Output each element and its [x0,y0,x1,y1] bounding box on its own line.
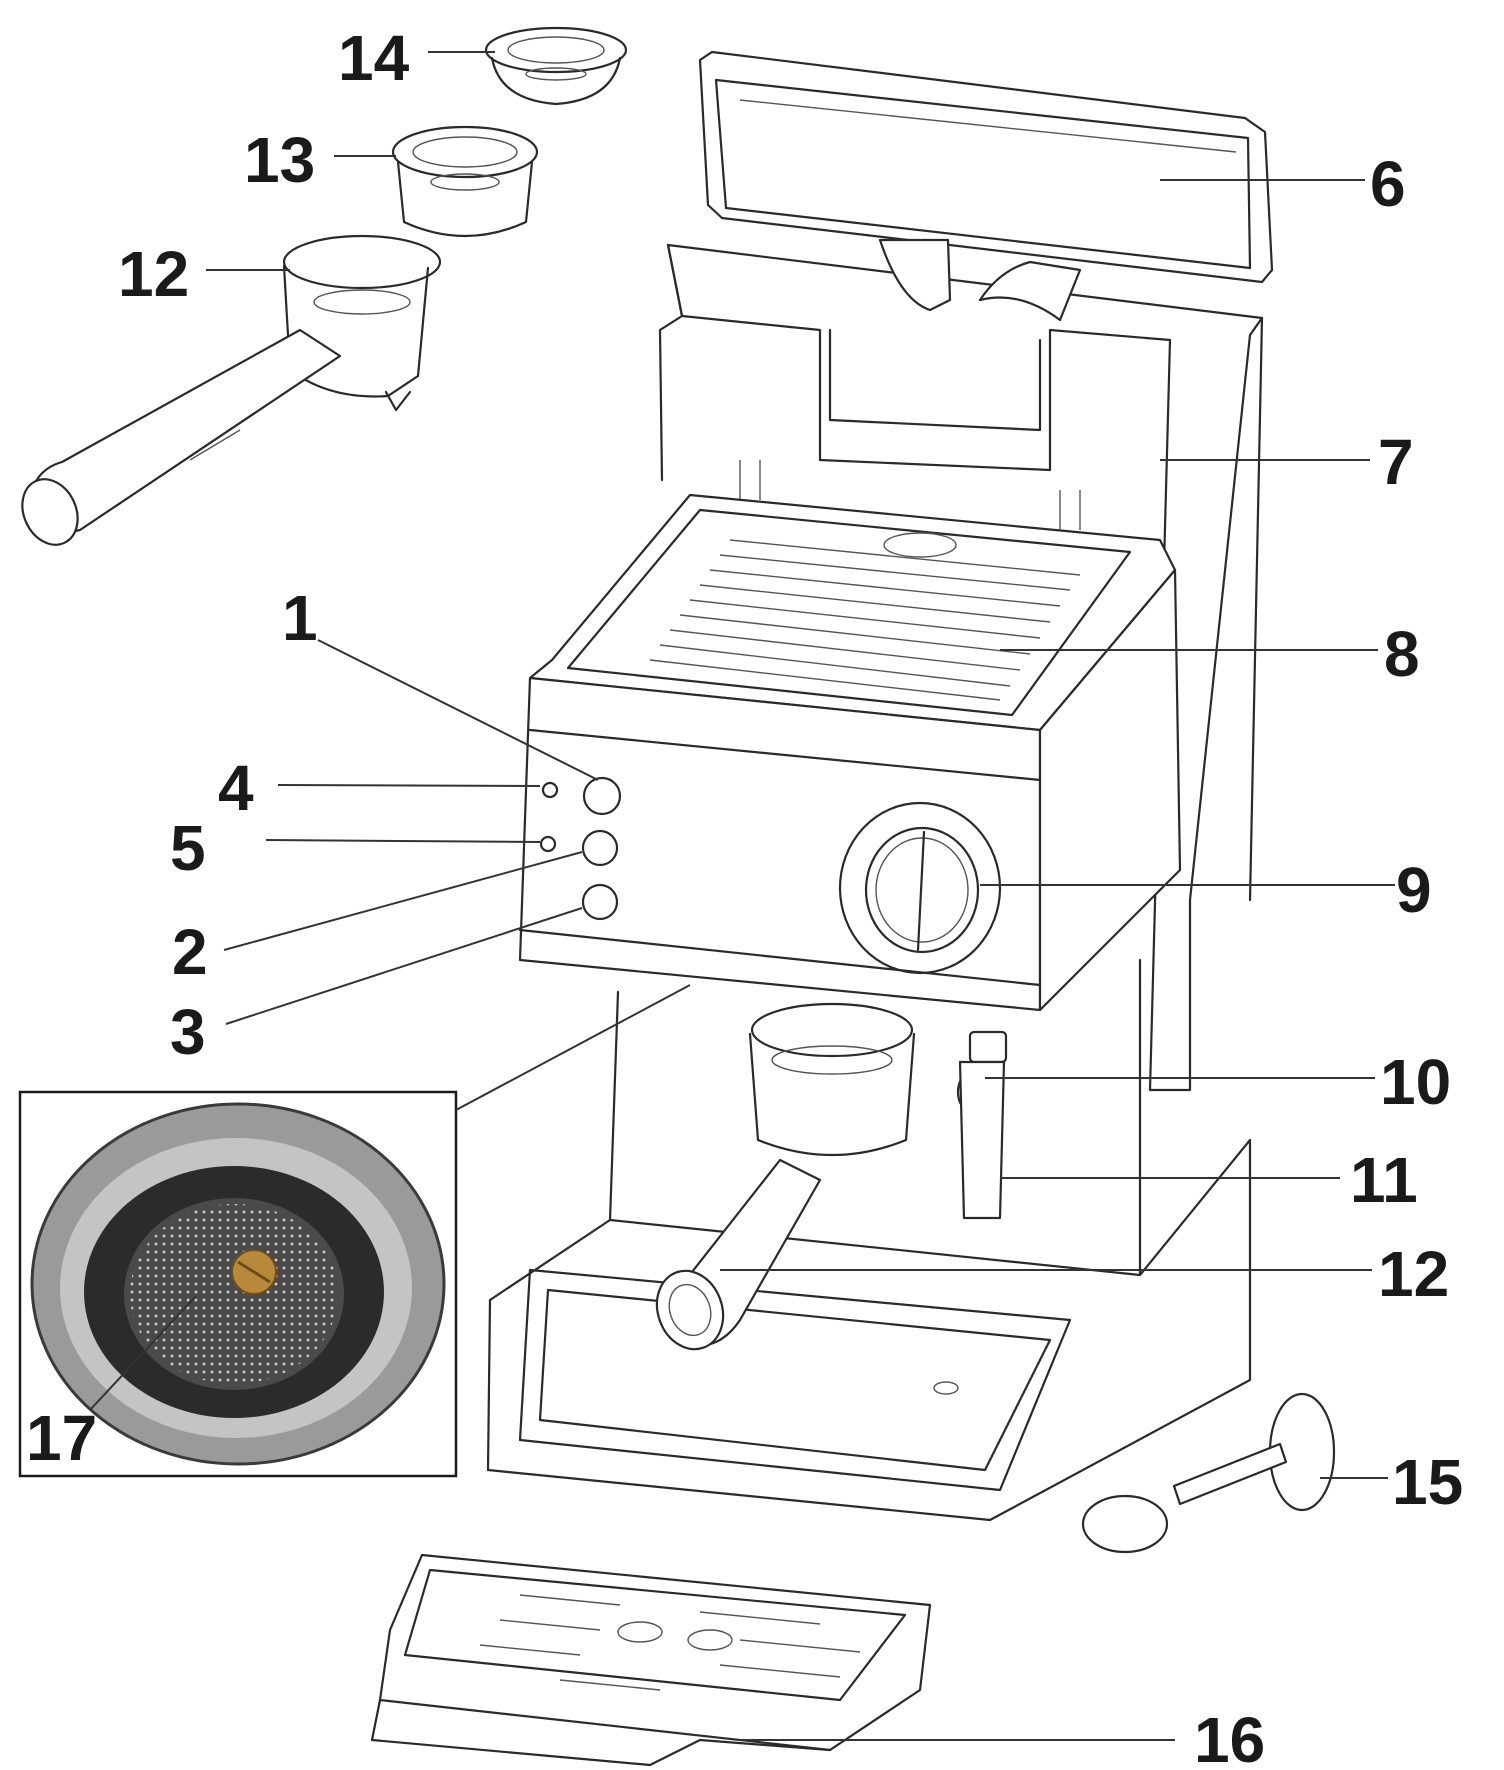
button-2 [581,829,619,867]
portafilter-handle-loose [21,234,442,546]
callout-14: 14 [338,22,410,94]
callout-16: 16 [1194,1704,1265,1770]
filter-mesh [130,1204,338,1384]
drip-tray [370,1553,932,1767]
callout-17: 17 [26,1402,97,1474]
callout-12-top: 12 [118,238,189,310]
callout-3: 3 [170,996,206,1068]
callout-6: 6 [1370,148,1406,220]
callout-7: 7 [1378,426,1414,498]
button-3 [581,883,619,921]
water-tank [658,238,1264,1092]
callout-9: 9 [1396,854,1432,926]
filter-detail-inset [18,1090,458,1478]
filter-basket-large [391,125,539,238]
filter-basket-small [484,26,628,106]
leader-lines [89,51,1395,1741]
callout-1: 1 [282,582,318,654]
callout-4: 4 [218,752,254,824]
drip-tray-slots [479,1594,861,1691]
callout-12-bottom: 12 [1378,1238,1449,1310]
callout-10: 10 [1380,1046,1451,1118]
water-tank-lid [698,50,1274,284]
indicator-light-5 [539,835,557,853]
callout-8: 8 [1384,618,1420,690]
callout-13: 13 [244,124,315,196]
callout-11: 11 [1350,1144,1418,1216]
steam-wand [956,1030,1008,1220]
cup-tray-slots [649,539,1081,701]
callout-numbers: 14 13 12 6 7 8 1 4 5 9 2 3 10 11 12 17 1… [26,22,1463,1770]
button-1 [582,776,622,816]
callout-2: 2 [172,916,208,988]
callout-5: 5 [170,812,206,884]
measuring-spoon-tamper [1081,1392,1336,1554]
portafilter-mounted [655,1002,916,1351]
machine-body [486,493,1252,1522]
indicator-light-4 [541,781,559,799]
selector-knob [838,801,1002,975]
callout-15: 15 [1392,1446,1463,1518]
